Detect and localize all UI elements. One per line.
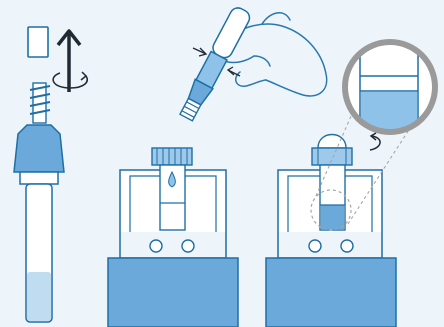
holder-hole-left [308, 239, 322, 253]
holder-lower-frame [277, 232, 383, 259]
holder-hole-right [181, 239, 195, 253]
vial-liquid [321, 205, 344, 229]
magnifier-guide-line [315, 113, 353, 197]
instrument-base [265, 257, 397, 327]
panel-uncap-tube [13, 26, 88, 323]
magnifier-icon [342, 39, 438, 135]
vial-cap [151, 147, 193, 166]
panel-screw-cap [265, 39, 438, 327]
vial-dome-cap [317, 133, 347, 149]
vial-cap-ridges [156, 148, 188, 165]
panel-squeeze-dropper [107, 7, 328, 327]
holder-lower-frame [119, 232, 227, 259]
rotate-cap-icon [369, 132, 381, 151]
magnifier-guide-line [347, 121, 415, 225]
tube-liquid [27, 272, 51, 321]
holder-hole-right [340, 239, 354, 253]
tube-thread-neck [29, 82, 51, 124]
removed-cap-icon [27, 26, 49, 58]
rotate-icon [52, 71, 88, 89]
vial-cap-ridges [317, 148, 347, 165]
tube-collar [13, 124, 65, 173]
holder-hole-left [149, 239, 163, 253]
focus-ellipse [310, 189, 352, 231]
instrument-base [107, 257, 239, 327]
dropper-bottle [179, 7, 251, 122]
magnifier-ring [342, 39, 438, 135]
up-arrow-icon [56, 29, 82, 92]
drop-icon [168, 170, 176, 188]
tube-collar-band [19, 171, 59, 185]
squeeze-arrows-icon [192, 47, 241, 77]
